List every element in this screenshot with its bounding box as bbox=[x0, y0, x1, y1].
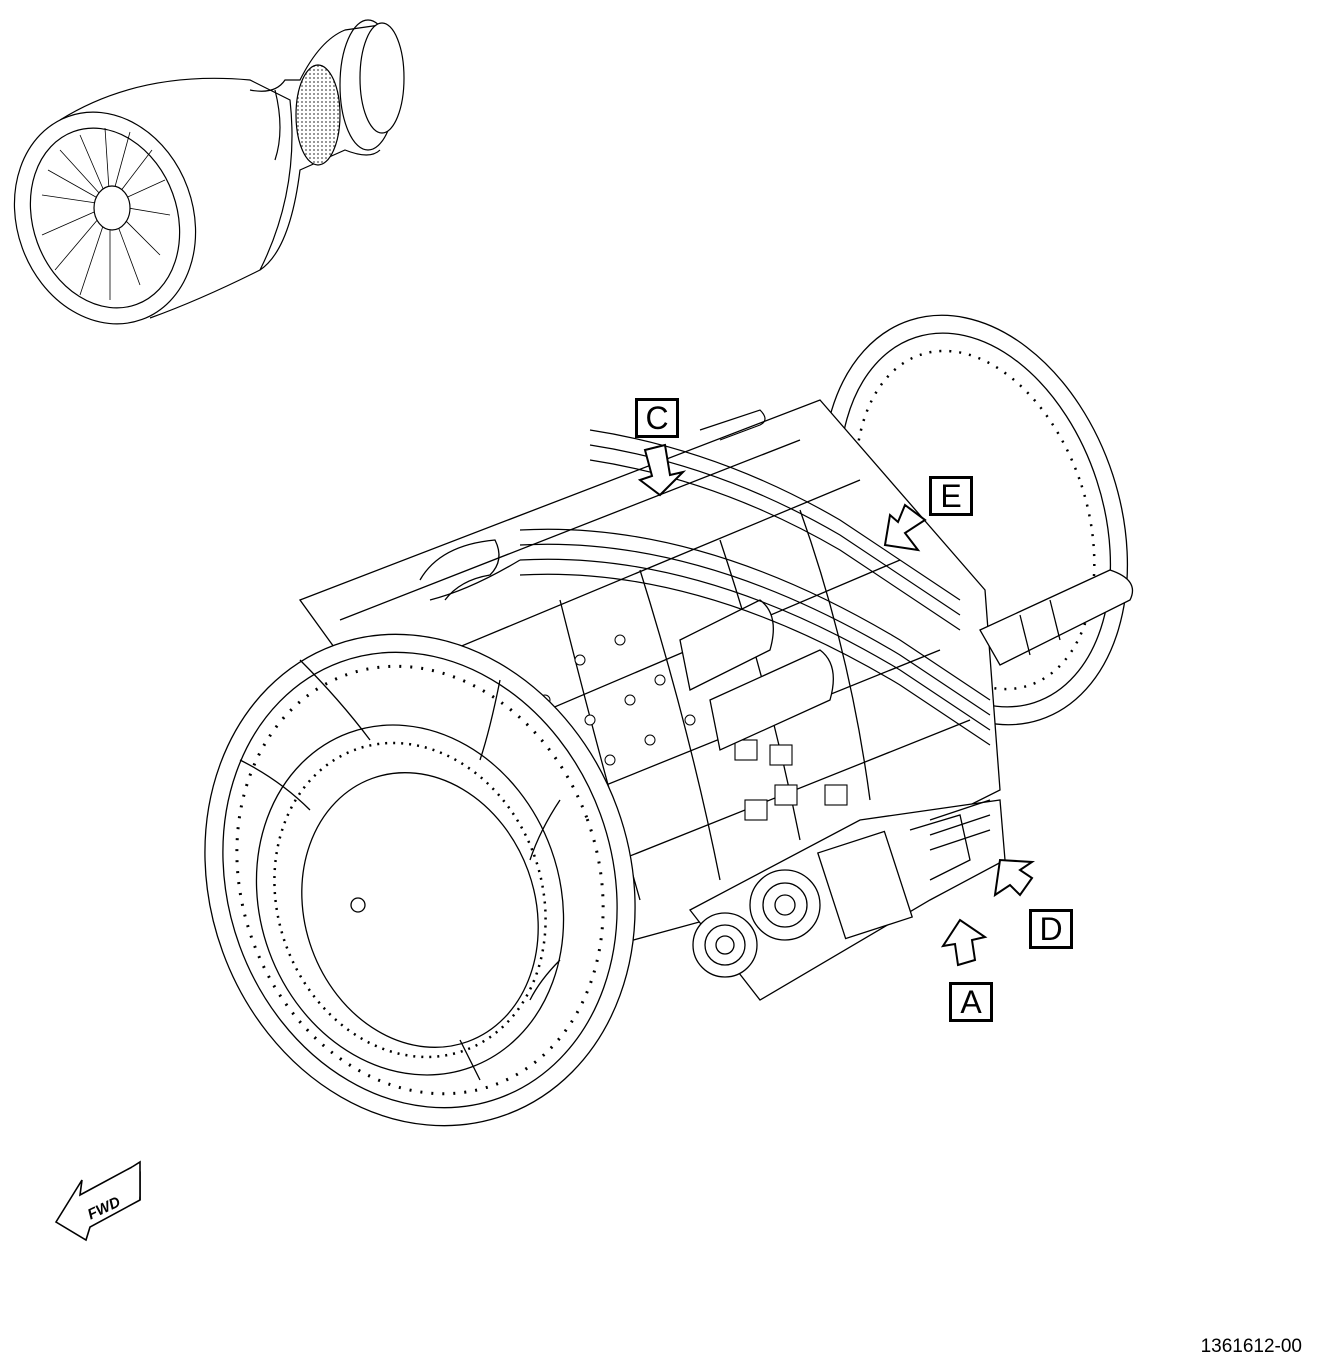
arrow-c bbox=[637, 443, 687, 497]
callout-e: E bbox=[929, 476, 973, 516]
left-pipe bbox=[419, 539, 521, 601]
callout-d: D bbox=[1029, 909, 1073, 949]
figure-number: 1361612-00 bbox=[1200, 1336, 1302, 1357]
engine-core bbox=[204, 314, 1134, 1127]
arrow-a bbox=[940, 918, 988, 967]
fwd-arrow-icon bbox=[54, 1160, 141, 1242]
wire-harness bbox=[519, 409, 991, 746]
front-flange bbox=[204, 633, 636, 1127]
locator-engine-thumbnail bbox=[13, 19, 405, 325]
right-duct bbox=[979, 569, 1134, 666]
callout-c: C bbox=[635, 398, 679, 438]
callout-arrows bbox=[637, 443, 1036, 967]
callout-a: A bbox=[949, 982, 993, 1022]
arrow-d bbox=[993, 858, 1036, 898]
arrow-e bbox=[883, 503, 927, 552]
